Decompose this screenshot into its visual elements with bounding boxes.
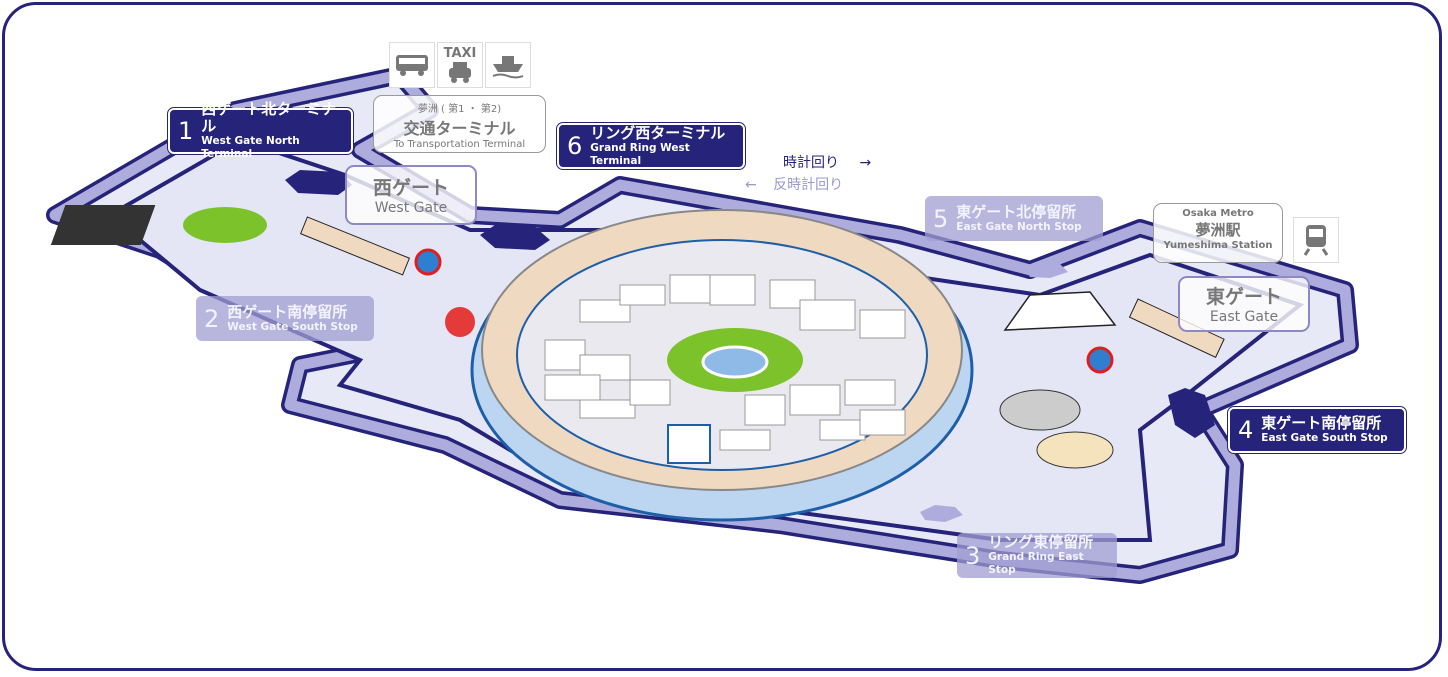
stop-jp: リング東停留所 xyxy=(988,533,1094,551)
train-icon xyxy=(1293,217,1339,263)
stop-jp: 西ゲート北ターミナル xyxy=(201,100,337,135)
arena xyxy=(999,389,1081,431)
stop-number: 5 xyxy=(933,204,949,233)
arrow-left-icon: ← xyxy=(745,177,757,193)
counterclockwise-text: 反時計回り xyxy=(773,177,844,193)
stop-en: Grand Ring West Terminal xyxy=(590,141,690,167)
west-gate[interactable]: 西ゲート West Gate xyxy=(345,165,477,225)
stop-jp: リング西ターミナル xyxy=(590,123,726,142)
arrow-right-icon: → xyxy=(859,155,872,171)
transportation-terminal-info: 夢洲 ( 第1 ・ 第2) 交通ターミナル To Transportation … xyxy=(373,95,546,153)
stop-jp: 西ゲート南停留所 xyxy=(227,302,348,321)
stop-en: West Gate South Stop xyxy=(227,320,358,333)
clockwise-label: 時計回り → xyxy=(783,152,871,172)
tower xyxy=(667,424,711,464)
pond xyxy=(701,345,769,379)
stop-number: 1 xyxy=(178,117,194,145)
stop-marker-4 xyxy=(1168,388,1215,438)
ship-icon xyxy=(485,42,531,88)
stop-marker-1 xyxy=(285,170,352,195)
stop-marker-3 xyxy=(920,505,963,522)
stop-marker-5 xyxy=(1025,262,1068,278)
terminal-jp: 交通ターミナル xyxy=(403,119,516,138)
terminal-subtitle: 夢洲 ( 第1 ・ 第2) xyxy=(417,104,502,115)
stop-number: 6 xyxy=(567,132,583,160)
stop-jp: 東ゲート北停留所 xyxy=(956,202,1077,221)
stop-marker-6 xyxy=(480,225,550,250)
station-en: Yumeshima Station xyxy=(1163,240,1273,251)
clockwise-text: 時計回り xyxy=(783,155,839,171)
stop-number: 4 xyxy=(1238,416,1254,444)
west-gate-en: West Gate xyxy=(374,200,448,216)
green-plaza-west xyxy=(183,207,267,243)
stop-jp: 東ゲート南停留所 xyxy=(1261,414,1382,432)
stop-en: Grand Ring East Stop xyxy=(988,551,1084,576)
mascot-red xyxy=(445,307,475,337)
station-operator: Osaka Metro xyxy=(1182,208,1254,219)
east-gate-en: East Gate xyxy=(1209,309,1279,325)
taxi-icon: TAXI xyxy=(437,42,483,88)
bus-icon xyxy=(389,42,435,88)
station-jp: 夢洲駅 xyxy=(1195,221,1241,239)
west-gate-jp: 西ゲート xyxy=(372,177,449,199)
stop-en: East Gate North Stop xyxy=(956,220,1082,233)
east-gate[interactable]: 東ゲート East Gate xyxy=(1178,276,1310,332)
mascot-west xyxy=(414,248,442,276)
west-platform xyxy=(299,216,411,276)
pavilions xyxy=(544,274,906,451)
terminal-en: To Transportation Terminal xyxy=(393,139,526,150)
tent-structure xyxy=(1003,291,1117,331)
east-gate-jp: 東ゲート xyxy=(1205,286,1282,308)
stop-en: East Gate South Stop xyxy=(1261,432,1388,444)
counterclockwise-label: ← 反時計回り xyxy=(745,174,843,194)
stop-number: 2 xyxy=(204,304,220,333)
taxi-label: TAXI xyxy=(443,45,477,61)
stop-en: West Gate North Terminal xyxy=(201,135,300,160)
dome xyxy=(1036,431,1114,469)
stop-number: 3 xyxy=(965,541,981,570)
yumeshima-station-info: Osaka Metro 夢洲駅 Yumeshima Station xyxy=(1153,203,1283,263)
building-west-terminal xyxy=(50,205,156,245)
mascot-east xyxy=(1086,346,1114,374)
